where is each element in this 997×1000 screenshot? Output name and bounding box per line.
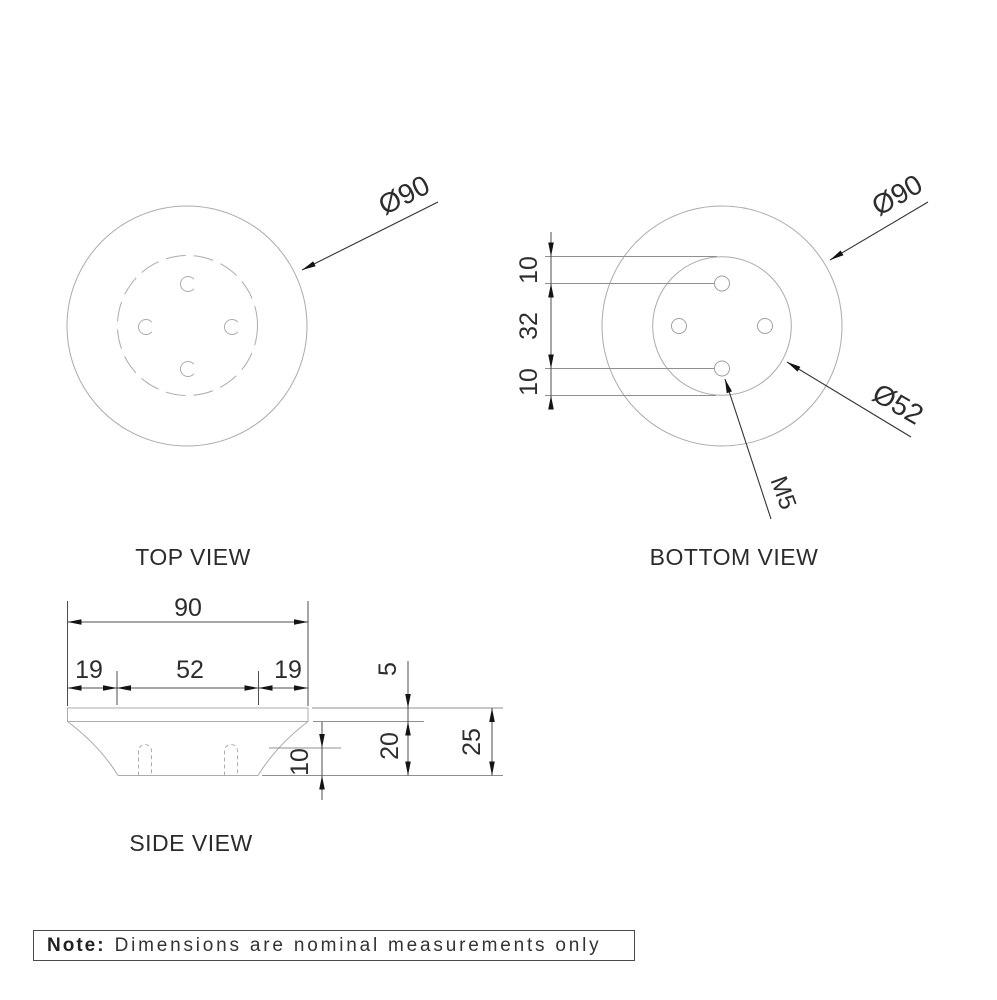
dim-arrowhead-icon	[244, 685, 259, 691]
dim-arrowhead-icon	[294, 619, 308, 625]
dim-arrowhead-icon	[258, 685, 273, 691]
dim-arrowhead-icon	[319, 734, 325, 748]
top-view-label: TOP VIEW	[135, 544, 251, 570]
dim-arrowhead-icon	[294, 685, 308, 691]
dim-arrowhead-icon	[548, 283, 554, 298]
top-diameter-arrowhead-icon	[302, 261, 316, 270]
bottom-view-base-circle	[652, 256, 792, 396]
thread-size-arrowhead-icon	[725, 379, 732, 394]
dim-hole-spacing-label: 32	[515, 312, 543, 340]
thread-size-label: M5	[765, 473, 802, 514]
dim-arrowhead-icon	[548, 395, 554, 410]
dim-left-flange-label: 19	[75, 656, 103, 684]
bottom-view-label: BOTTOM VIEW	[650, 544, 819, 570]
thread-size-leader-line	[724, 378, 772, 520]
dim-arrowhead-icon	[548, 242, 554, 257]
side-view-flare-left	[67, 721, 119, 776]
side-view-label: SIDE VIEW	[129, 830, 252, 856]
top-diameter-leader-line	[301, 201, 439, 271]
dim-arrowhead-icon	[117, 685, 131, 691]
note-box: Note: Dimensions are nominal measurement…	[33, 930, 635, 961]
top-view-hole-north	[180, 276, 196, 292]
dim-arrowhead-icon	[67, 685, 82, 691]
dim-hole-offset-bottom-label: 10	[515, 368, 543, 396]
bottom-outer-diameter-label: Ø90	[866, 168, 927, 221]
side-view-top-plate	[67, 707, 309, 722]
bottom-view-hole-west	[671, 318, 687, 334]
side-view-flare-right	[257, 721, 309, 776]
top-view-hole-west	[138, 319, 154, 335]
top-view-hole-east	[224, 319, 240, 335]
side-view: 90 19 52 19 5 20 25 10 SIDE VIEW	[67, 594, 503, 856]
dim-base-width-label: 52	[176, 656, 204, 684]
bottom-view-outer-circle	[601, 205, 843, 447]
bottom-view-hole-north	[714, 275, 730, 292]
side-view-screw-hole-right-hidden	[224, 744, 238, 776]
bolt-circle-diameter-arrowhead-icon	[787, 362, 801, 372]
top-diameter-label: Ø90	[373, 169, 434, 221]
bolt-circle-diameter-label: Ø52	[867, 377, 928, 430]
dim-arrowhead-icon	[319, 775, 325, 790]
top-view-outer-circle	[66, 205, 308, 447]
dim-base-depth-label: 10	[286, 748, 314, 776]
dim-arrowhead-icon	[67, 619, 82, 625]
bolt-circle-diameter-leader-line	[786, 361, 912, 438]
dim-right-flange-label: 19	[274, 656, 302, 684]
dim-arrowhead-icon	[405, 694, 411, 708]
top-view-hole-south	[180, 361, 196, 377]
note-text: Dimensions are nominal measurements only	[114, 934, 602, 956]
dim-arrowhead-icon	[103, 685, 117, 691]
dim-overall-height-label: 25	[458, 728, 486, 756]
dim-plate-thickness-label: 5	[374, 662, 402, 676]
note-prefix: Note:	[47, 934, 106, 956]
dim-arrowhead-icon	[489, 761, 495, 776]
dim-overall-width-label: 90	[174, 594, 202, 622]
bottom-outer-diameter-arrowhead-icon	[830, 250, 844, 260]
bottom-outer-diameter-leader-line	[829, 201, 929, 261]
side-view-screw-hole-left-hidden	[138, 744, 152, 776]
dim-arrowhead-icon	[405, 721, 411, 736]
bottom-view-hole-south	[714, 360, 730, 377]
top-view-base-circle-hidden	[117, 255, 258, 396]
dim-arrowhead-icon	[548, 354, 554, 369]
dim-arrowhead-icon	[489, 708, 495, 722]
top-view: Ø90 TOP VIEW	[66, 169, 439, 570]
dim-hole-offset-top-label: 10	[515, 256, 543, 284]
dim-arrowhead-icon	[405, 761, 411, 776]
dim-skirt-height-label: 20	[376, 732, 404, 760]
bottom-view: 10 32 10 Ø90 Ø52 M5 BOTTOM VIEW	[515, 168, 929, 570]
bottom-view-hole-east	[757, 318, 773, 334]
